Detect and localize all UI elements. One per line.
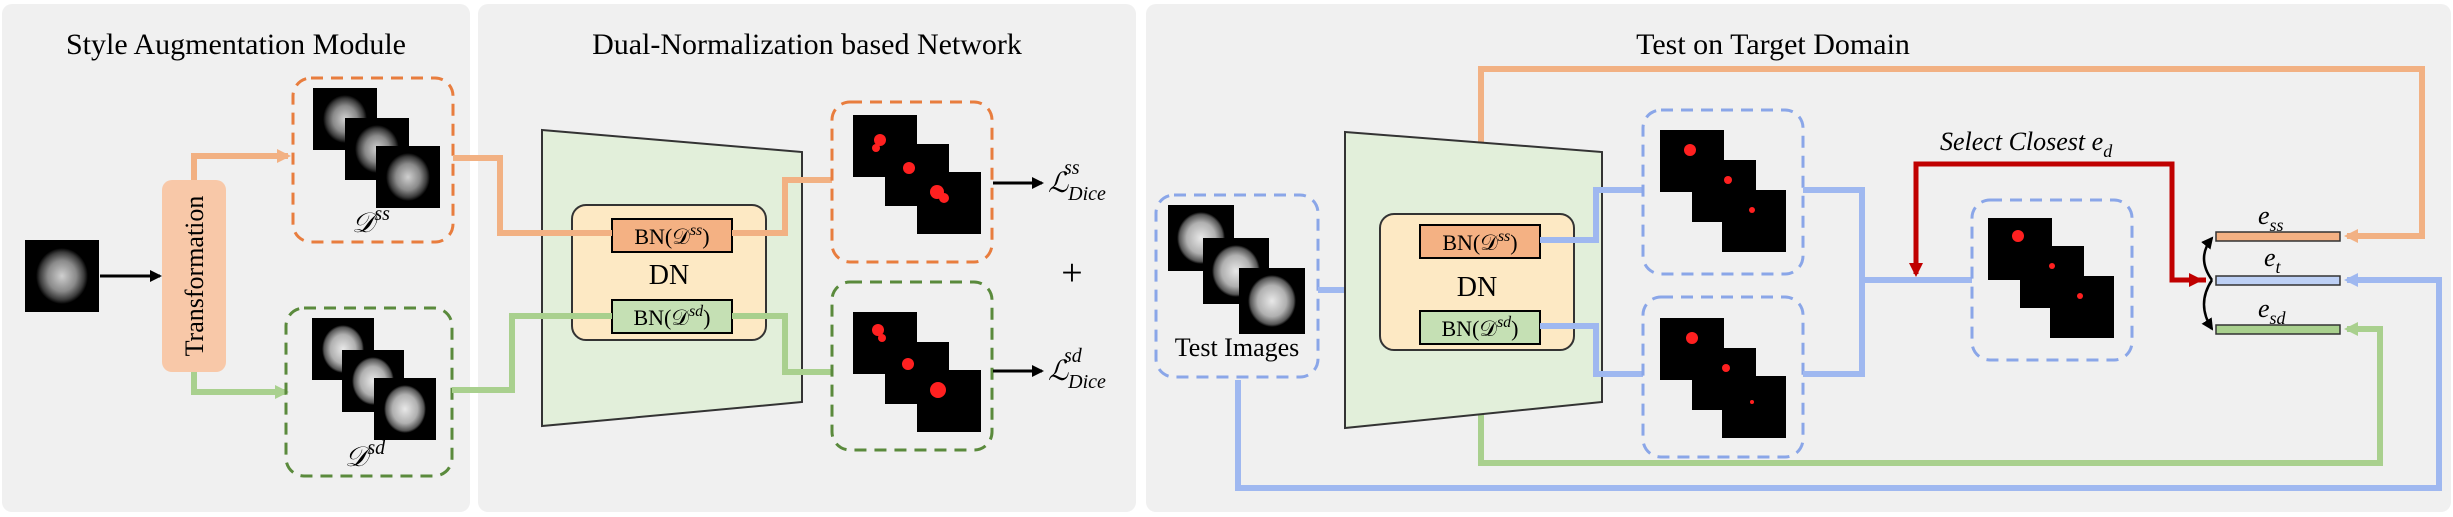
e-ss-bar [2215, 231, 2341, 242]
green-flow-out [732, 313, 832, 375]
blue-merge-ss [1803, 187, 1865, 280]
dsd-label: 𝒟sd [345, 437, 386, 473]
test-bn-sd-label: BN(𝒟sd) [1441, 314, 1518, 341]
title-dual-normalization: Dual-Normalization based Network [592, 28, 1022, 61]
output-ss-box [830, 100, 994, 264]
title-style-augmentation: Style Augmentation Module [66, 28, 406, 61]
test-output-sd-masks [1660, 318, 1786, 438]
e-ss-label: ess [2258, 201, 2284, 235]
test-images-label: Test Images [1175, 333, 1300, 362]
arrow-transform-to-dss [191, 149, 291, 180]
bn-sd-label: BN(𝒟sd) [633, 303, 710, 330]
blue-out-ss [1540, 187, 1643, 243]
output-sd-box [830, 280, 994, 452]
green-feedback-loop [1478, 322, 2383, 466]
panel-test-target [1146, 4, 2451, 512]
test-output-sd-box [1641, 295, 1805, 459]
blue-out-sd [1540, 323, 1643, 377]
test-bn-ss-block [1419, 224, 1541, 259]
blue-feedback-loop [1235, 273, 2442, 491]
test-images [1168, 205, 1305, 334]
transformation-label: Transformation [180, 196, 209, 357]
bn-ss-block [611, 218, 733, 253]
input-image [25, 240, 99, 312]
orange-feedback-loop [1478, 66, 2425, 243]
selected-output-masks [1988, 218, 2114, 338]
e-t-bar [2215, 275, 2341, 286]
test-output-ss-masks [1660, 130, 1786, 252]
arrow-transform-to-dsd [191, 372, 289, 399]
loss-ss: ℒDicess [1048, 157, 1106, 205]
output-ss-masks [853, 115, 981, 234]
green-flow-train [452, 313, 612, 393]
selected-output-box [1970, 198, 2134, 362]
select-closest-label: Select Closest ed [1940, 127, 2113, 161]
orange-flow-out [732, 177, 832, 236]
e-sd-bar [2215, 324, 2341, 335]
test-dn-label: DN [1457, 272, 1497, 303]
orange-flow-train [453, 155, 612, 236]
dss-box [291, 76, 455, 244]
dsd-images [312, 318, 436, 440]
loss-sd: ℒDicesd [1048, 345, 1106, 393]
e-sd-label: esd [2258, 294, 2287, 328]
dss-images [313, 88, 440, 208]
curve-et-to-esd [2201, 279, 2214, 331]
blue-merge-sd [1803, 280, 1865, 377]
test-output-ss-box [1641, 108, 1805, 276]
output-sd-masks [853, 312, 981, 432]
title-test-target: Test on Target Domain [1636, 28, 1910, 61]
test-bn-sd-block [1419, 310, 1541, 345]
test-images-box [1154, 193, 1320, 379]
e-t-label: et [2264, 243, 2282, 277]
dn-label: DN [649, 260, 689, 291]
transformation-box [162, 180, 226, 372]
curve-et-to-ess [2201, 236, 2214, 281]
test-bn-ss-label: BN(𝒟ss) [1442, 228, 1517, 255]
plus-sign: + [1061, 252, 1082, 294]
bn-ss-label: BN(𝒟ss) [634, 222, 709, 249]
